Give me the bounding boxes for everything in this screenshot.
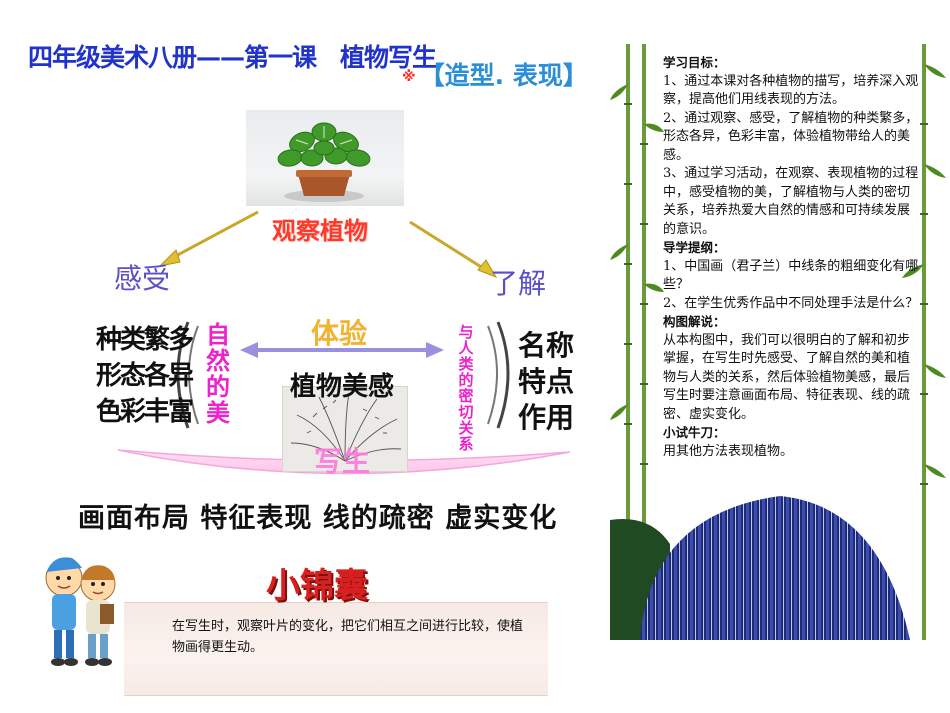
natural-beauty-vertical: 自然的美 <box>204 322 232 426</box>
list-item: 作用 <box>518 401 575 434</box>
left-bracket-inner <box>188 325 199 425</box>
section-line: 1、通过本课对各种植物的描写，培养深入观察，提高他们用线表现的方法。 <box>663 73 919 108</box>
section-line: 从本构图中，我们可以很明白的了解和初步掌握，在写生时先感受、了解自然的美和植物与… <box>663 332 911 422</box>
potted-plant-icon <box>277 122 371 202</box>
plant-photo <box>246 110 404 206</box>
feel-label: 感受 <box>114 262 171 295</box>
subtitle: ※【造型. 表现】 <box>402 56 588 92</box>
plant-sketch-image <box>282 386 408 472</box>
section-heading: 导学提纲： <box>663 240 726 255</box>
section-line: 2、在学生优秀作品中不同处理手法是什么？ <box>663 295 919 311</box>
observe-plant-label: 观察植物 <box>272 217 368 245</box>
left-items-list: 种类繁多 形态各异 色彩丰富 <box>96 322 194 430</box>
bamboo-decoration-icon <box>610 44 946 640</box>
list-item: 色彩丰富 <box>96 397 194 427</box>
double-arrow <box>240 342 444 358</box>
plant-beauty-label: 植物美感 <box>290 372 395 402</box>
cartoon-kids-icon <box>45 557 116 666</box>
sketching-label: 写生 <box>314 445 371 478</box>
side-notes: 学习目标： 1、通过本课对各种植物的描写，培养深入观察，提高他们用线表现的方法。… <box>663 54 921 461</box>
page-title: 四年级美术八册——第一课 植物写生 <box>28 43 437 72</box>
human-relation-vertical: 与人类的密切关系 <box>457 324 475 452</box>
section-line: 2、通过观察、感受，了解植物的种类繁多，形态各异，色彩丰富，体验植物带给人的美感… <box>663 110 919 163</box>
key-points-line: 画面布局 特征表现 线的疏密 虚实变化 <box>78 503 558 534</box>
tip-text: 在写生时，观察叶片的变化，把它们相互之间进行比较，使植物画得更生动。 <box>172 619 524 655</box>
section-heading: 学习目标： <box>663 55 726 70</box>
subtitle-text: 【造型. 表现】 <box>419 61 588 90</box>
list-item: 形态各异 <box>96 361 194 391</box>
understand-label: 了解 <box>490 267 547 300</box>
list-item: 特点 <box>518 365 575 398</box>
left-bracket-outer <box>176 321 190 429</box>
list-item: 名称 <box>518 329 575 362</box>
natural-beauty-text: 自然的美 <box>206 321 230 427</box>
right-items-list: 名称 特点 作用 <box>518 328 574 436</box>
side-panel-background <box>610 44 950 640</box>
human-relation-text: 与人类的密切关系 <box>458 323 474 453</box>
section-heading: 小试牛刀： <box>663 425 726 440</box>
right-bracket-outer <box>496 321 510 429</box>
tip-title: 小锦囊 <box>266 566 368 606</box>
tip-box <box>124 602 548 696</box>
experience-label: 体验 <box>311 317 368 350</box>
section-line: 1、中国画（君子兰）中线条的粗细变化有哪些？ <box>663 258 919 293</box>
arrow-to-ganshou <box>158 210 259 267</box>
right-bracket-inner <box>487 325 498 425</box>
reference-mark-icon: ※ <box>402 69 416 85</box>
section-heading: 构图解说： <box>663 314 726 329</box>
arrow-to-liaojie <box>409 220 498 278</box>
sketch-leaves-icon <box>290 392 402 462</box>
section-line: 用其他方法表现植物。 <box>663 443 794 459</box>
section-line: 3、通过学习活动，在观察、表现植物的过程中，感受植物的美，了解植物与人类的密切关… <box>663 166 919 237</box>
list-item: 种类繁多 <box>96 325 194 355</box>
